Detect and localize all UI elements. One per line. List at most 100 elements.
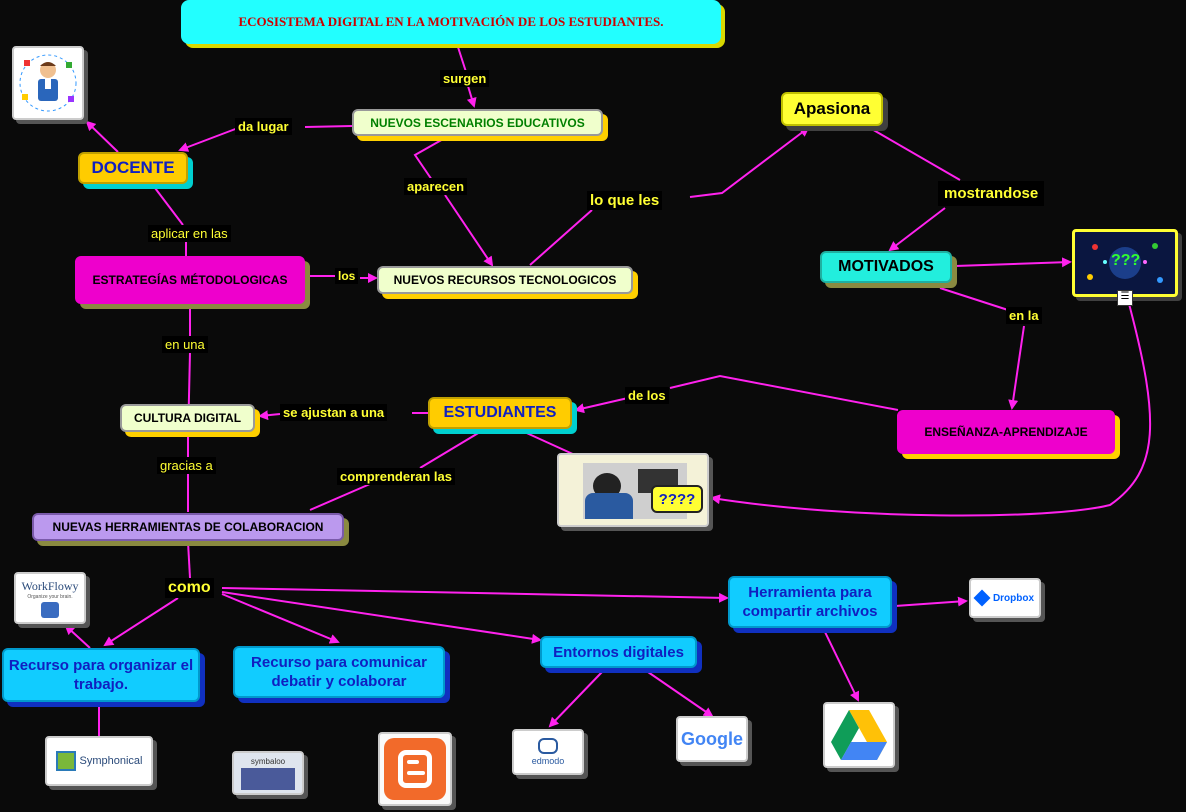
link-label-en-una: en una [162, 336, 208, 353]
line-apasiona-mostrandose [869, 127, 961, 181]
node-docente[interactable]: DOCENTE [78, 152, 188, 184]
node-label: Recurso para comunicar debatir y colabor… [251, 654, 427, 690]
node-label: ENSEÑANZA-APRENDIZAJE [924, 425, 1088, 439]
google-logo[interactable]: Google [676, 716, 748, 762]
student-photo[interactable]: ???? [557, 453, 709, 527]
symbaloo-name: symbaloo [250, 756, 286, 766]
blogger-icon [384, 738, 446, 800]
dropbox-name: Dropbox [992, 592, 1035, 604]
line-seajustan-cultura [258, 410, 281, 421]
edmodo-logo[interactable]: edmodo [512, 729, 584, 775]
node-recurso-comunicar[interactable]: Recurso para comunicar debatir y colabor… [233, 646, 445, 698]
blogger-b-shape [398, 750, 432, 788]
symphonical-logo[interactable]: Symphonical [45, 736, 153, 786]
line-comprenderan-herramientas [309, 483, 371, 511]
line-recursos-loqueles [529, 209, 593, 266]
workflowy-name: WorkFlowy [21, 578, 79, 593]
teacher-icon [19, 54, 77, 112]
symbaloo-screens [241, 767, 295, 790]
link-label-como: como [165, 578, 214, 598]
line-image-image [710, 299, 1152, 517]
line-surgen-escenarios [466, 85, 477, 108]
symphonical-name: Symphonical [79, 755, 143, 767]
edmodo-name: edmodo [531, 756, 565, 766]
node-label: ESTRATEGÍAS MÉTODOLOGICAS [92, 273, 288, 287]
link-label-comprenderan: comprenderan las [337, 468, 455, 485]
google-drive-logo[interactable] [823, 702, 895, 768]
link-label-se-ajustan: se ajustan a una [280, 404, 388, 421]
line-como-compartir [221, 587, 729, 603]
line-motivados-enla [939, 287, 1009, 311]
line-escenarios-aparecen [413, 137, 446, 181]
line-enla-ensenanza [1008, 325, 1025, 410]
link-label-de-los: de los [625, 387, 669, 404]
node-entornos[interactable]: Entornos digitales [540, 636, 697, 668]
line-docente-aplicar [154, 187, 184, 226]
line-compartir-drive [824, 631, 860, 702]
line-como-entornos [221, 591, 542, 644]
node-label: Entornos digitales [553, 643, 684, 661]
edmodo-icon [538, 738, 558, 754]
question-image[interactable]: ??? [1072, 229, 1178, 297]
node-label: NUEVAS HERRAMIENTAS DE COLABORACION [52, 520, 324, 534]
line-aparecen-recursos [444, 194, 494, 267]
line-entornos-edmodo [548, 671, 603, 728]
node-nuevos-escenarios[interactable]: NUEVOS ESCENARIOS EDUCATIVOS [352, 109, 603, 136]
line-como-comunicar [221, 593, 340, 644]
line-mostrandose-motivados [888, 207, 946, 252]
line-delos-estudiantes [574, 397, 629, 414]
note-icon[interactable]: ☰ [1117, 290, 1133, 306]
workflowy-tagline: Organize your brain. [27, 593, 73, 600]
line-loqueles-apasiona [689, 126, 810, 198]
link-label-aparecen: aparecen [404, 178, 468, 195]
line-docente-image [85, 120, 119, 153]
link-label-da-lugar: da lugar [235, 118, 292, 135]
google-name: Google [681, 728, 743, 749]
node-estrategias[interactable]: ESTRATEGÍAS MÉTODOLOGICAS [75, 256, 305, 304]
title-text: ECOSISTEMA DIGITAL EN LA MOTIVACIÓN DE L… [238, 14, 664, 29]
line-herramientas-como [187, 541, 191, 579]
node-label: NUEVOS ESCENARIOS EDUCATIVOS [370, 115, 585, 130]
symphonical-icon [55, 751, 76, 771]
line-ensenanza-delos [669, 374, 899, 411]
dropbox-logo[interactable]: Dropbox [969, 578, 1041, 618]
node-recurso-organizar[interactable]: Recurso para organizar el trabajo. [2, 648, 200, 702]
blogger-logo[interactable] [378, 732, 452, 806]
link-label-lo-que-les: lo que les [587, 191, 663, 210]
question-badge-label: ???? [658, 490, 696, 508]
node-apasiona[interactable]: Apasiona [781, 92, 883, 126]
node-nuevos-recursos[interactable]: NUEVOS RECURSOS TECNOLOGICOS [377, 266, 633, 294]
line-dalugar-docente [178, 127, 239, 152]
node-label: Recurso para organizar el trabajo. [8, 657, 194, 693]
line-motivados-image [954, 257, 1072, 268]
line-entornos-google [647, 671, 714, 718]
node-motivados[interactable]: MOTIVADOS [820, 251, 952, 283]
node-cultura-digital[interactable]: CULTURA DIGITAL [120, 404, 255, 432]
title-node[interactable]: ECOSISTEMA DIGITAL EN LA MOTIVACIÓN DE L… [181, 0, 721, 44]
node-herramienta-compartir[interactable]: Herramienta para compartir archivos [728, 576, 892, 628]
line-estudiantes-image [519, 429, 576, 456]
link-label-en-la: en la [1006, 307, 1042, 324]
node-nuevas-herramientas[interactable]: NUEVAS HERRAMIENTAS DE COLABORACION [32, 513, 344, 541]
link-label-los: los [335, 268, 359, 284]
line-estudiantes-comprenderan [419, 431, 481, 469]
node-ensenanza[interactable]: ENSEÑANZA-APRENDIZAJE [897, 410, 1115, 454]
question-marks-small: ??? [1111, 252, 1141, 269]
dropbox-icon [973, 589, 991, 607]
line-title-surgen [456, 43, 468, 76]
node-label: Apasiona [793, 99, 871, 118]
line-como-organizar [103, 597, 179, 647]
node-label: MOTIVADOS [838, 258, 934, 275]
node-estudiantes[interactable]: ESTUDIANTES [428, 397, 572, 429]
node-label: CULTURA DIGITAL [133, 411, 242, 425]
line-compartir-dropbox [894, 596, 968, 607]
teacher-image[interactable] [12, 46, 84, 120]
symbaloo-logo[interactable]: symbaloo [232, 751, 304, 795]
workflowy-logo[interactable]: WorkFlowy Organize your brain. [14, 572, 86, 624]
workflowy-icon [41, 601, 59, 618]
node-label: NUEVOS RECURSOS TECNOLOGICOS [393, 273, 617, 287]
link-label-mostrandose: mostrandose [938, 181, 1045, 206]
link-label-gracias-a: gracias a [157, 457, 216, 474]
node-label: DOCENTE [91, 158, 175, 177]
